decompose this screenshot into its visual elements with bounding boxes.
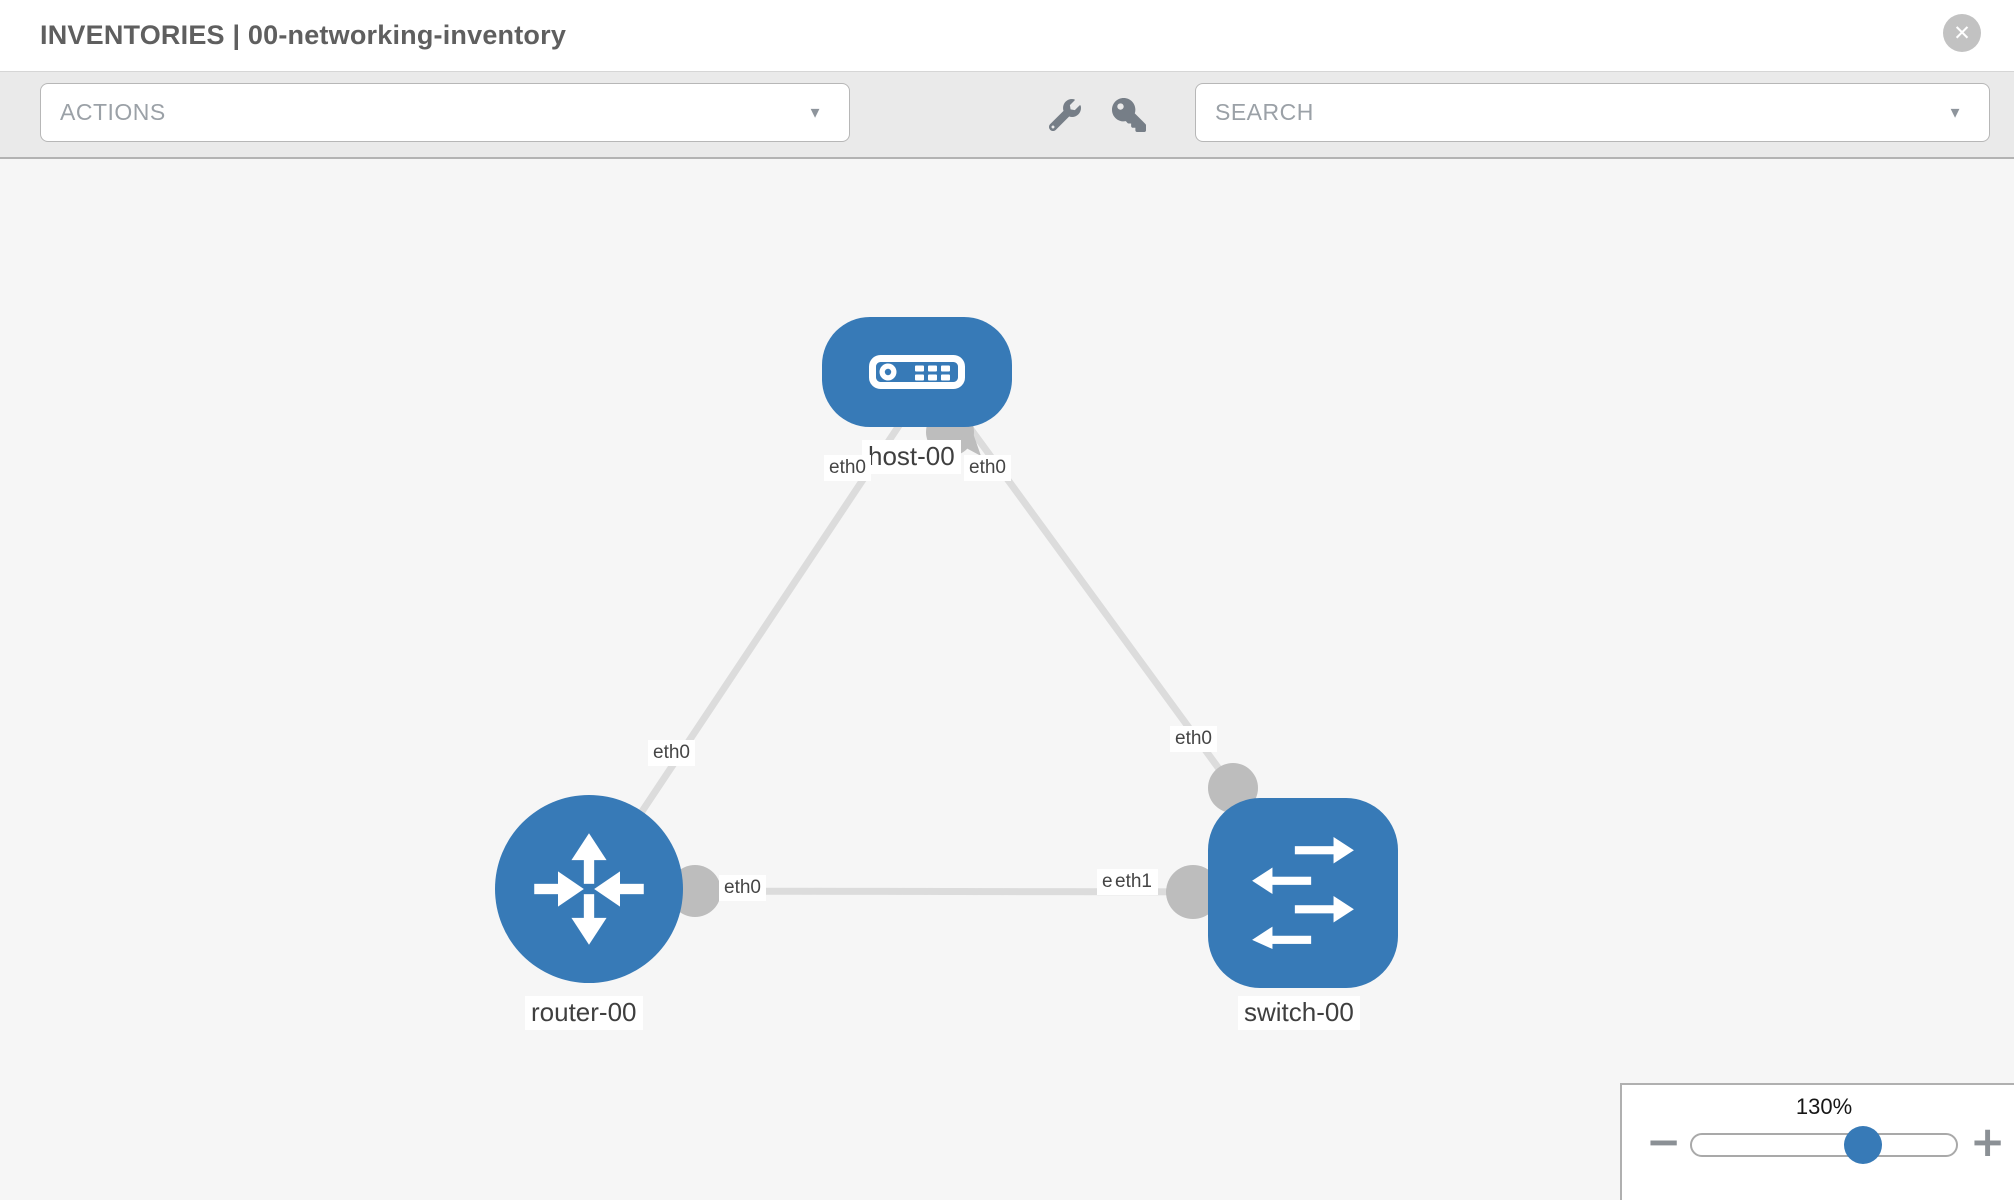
host-icon xyxy=(869,355,965,389)
interface-label: eth0 xyxy=(1170,726,1217,752)
node-label: host-00 xyxy=(862,440,961,474)
page-title: INVENTORIES | 00-networking-inventory xyxy=(40,20,567,50)
interface-label: eth0 xyxy=(719,875,766,901)
node-router-00[interactable] xyxy=(495,795,683,983)
wrench-icon xyxy=(1049,99,1081,131)
topology-canvas[interactable]: host-00 router-00 switch-00 eth0 eth0 et… xyxy=(0,159,2014,1200)
chevron-down-icon: ▼ xyxy=(807,104,823,121)
zoom-in-button[interactable]: + xyxy=(1970,1117,2006,1166)
node-host-00[interactable] xyxy=(822,317,1012,427)
interface-connector-switch-eth1[interactable] xyxy=(1166,865,1220,919)
toolbar: ACTIONS ▼ SEARCH ▼ xyxy=(0,71,2014,159)
close-icon: ✕ xyxy=(1953,21,1971,45)
search-dropdown-label: SEARCH xyxy=(1215,99,1314,125)
zoom-slider-thumb[interactable] xyxy=(1844,1126,1882,1164)
key-icon xyxy=(1112,98,1146,132)
credentials-tool-button[interactable] xyxy=(1110,96,1148,134)
chevron-down-icon: ▼ xyxy=(1947,104,1963,121)
close-button[interactable]: ✕ xyxy=(1943,14,1981,52)
interface-label: eth1 xyxy=(1112,869,1158,895)
actions-dropdown[interactable]: ACTIONS ▼ xyxy=(40,83,850,142)
node-label: switch-00 xyxy=(1238,996,1360,1030)
node-label: router-00 xyxy=(525,996,643,1030)
actions-dropdown-label: ACTIONS xyxy=(60,99,166,125)
zoom-out-button[interactable]: − xyxy=(1646,1117,1682,1166)
topology-links-layer xyxy=(586,373,1306,919)
zoom-panel: 130% − + xyxy=(1620,1083,2014,1200)
zoom-slider[interactable] xyxy=(1690,1126,1958,1164)
interface-label: eth0 xyxy=(824,455,871,481)
header: INVENTORIES | 00-networking-inventory ✕ xyxy=(0,0,2014,71)
router-icon xyxy=(527,827,651,951)
configure-tool-button[interactable] xyxy=(1046,96,1084,134)
interface-label: eth0 xyxy=(648,740,695,766)
zoom-percentage: 130% xyxy=(1795,1094,1853,1119)
search-dropdown[interactable]: SEARCH ▼ xyxy=(1195,83,1990,142)
interface-label: eth0 xyxy=(964,455,1011,481)
switch-icon xyxy=(1252,837,1354,949)
node-switch-00[interactable] xyxy=(1208,798,1398,988)
